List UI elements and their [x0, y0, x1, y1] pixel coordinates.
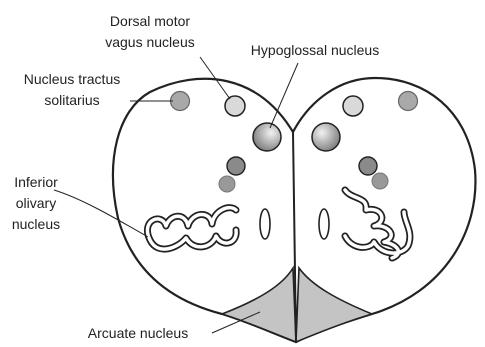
- deep-nucleus-right-lower: [372, 173, 388, 189]
- pyramid-right: [319, 209, 329, 239]
- nucleus-tractus-solitarius-right: [399, 92, 418, 111]
- pyramid-left: [260, 209, 270, 239]
- deep-nucleus-right-upper: [359, 157, 377, 175]
- dorsal-motor-vagus-nucleus-right: [343, 96, 363, 116]
- label-tractus-line2: solitarius: [44, 92, 99, 108]
- deep-nucleus-left-upper: [227, 157, 245, 175]
- label-arcuate: Arcuate nucleus: [88, 325, 188, 341]
- label-tractus-line1: Nucleus tractus: [24, 71, 120, 87]
- label-inferior-line3: nucleus: [12, 216, 60, 232]
- label-inferior-line1: Inferior: [14, 174, 58, 190]
- hypoglossal-nucleus-left: [253, 123, 281, 151]
- deep-nucleus-left-lower: [219, 176, 235, 192]
- nucleus-tractus-solitarius-left: [171, 92, 190, 111]
- hypoglossal-nucleus-right: [312, 123, 340, 151]
- label-dorsal-motor-line1: Dorsal motor: [110, 13, 190, 29]
- dorsal-motor-vagus-nucleus-left: [225, 96, 245, 116]
- label-dorsal-motor-line2: vagus nucleus: [105, 34, 195, 50]
- label-hypoglossal: Hypoglossal nucleus: [251, 42, 379, 58]
- label-inferior-line2: olivary: [16, 195, 56, 211]
